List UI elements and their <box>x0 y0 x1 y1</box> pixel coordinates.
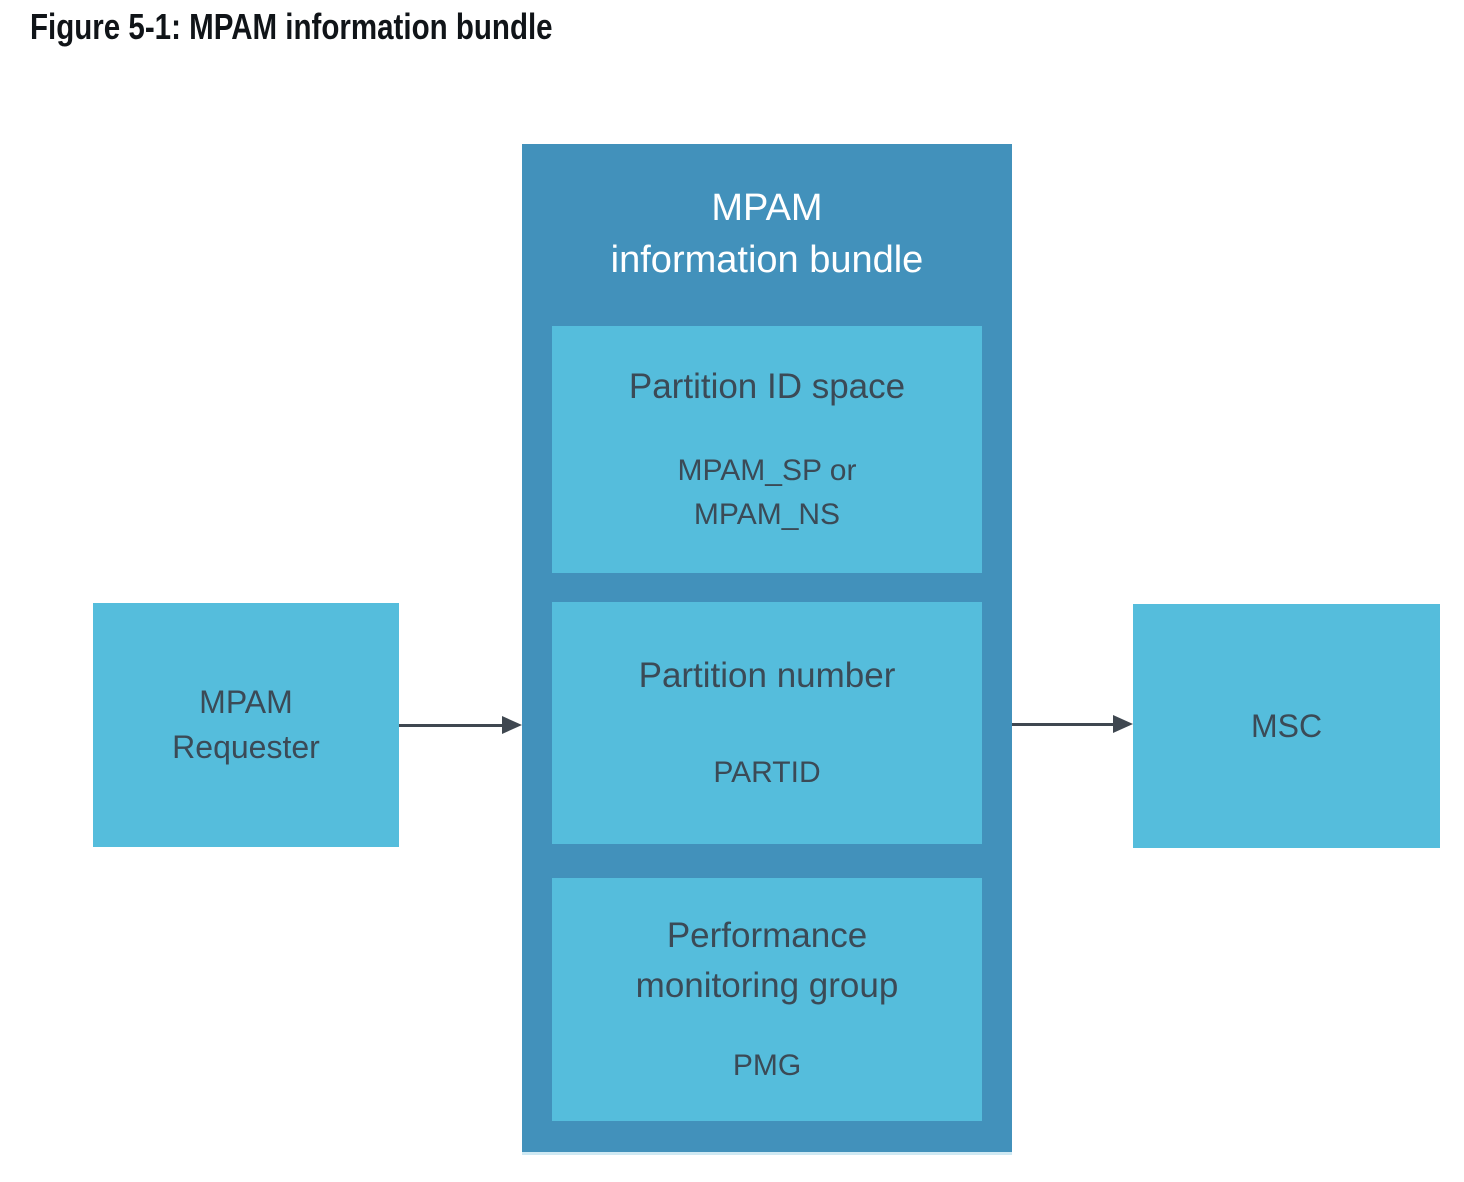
field-partition-number: Partition number PARTID <box>552 602 982 844</box>
msc-node: MSC <box>1133 604 1440 848</box>
arrow-requester-to-bundle-head-icon <box>502 716 522 734</box>
mpam-requester-label: MPAM Requester <box>172 684 320 765</box>
mpam-information-bundle-container: MPAM information bundle Partition ID spa… <box>522 144 1012 1155</box>
mpam-requester-node: MPAM Requester <box>93 603 399 847</box>
arrow-bundle-to-msc-head-icon <box>1113 715 1133 733</box>
field-heading: Partition ID space <box>628 367 906 407</box>
field-value: PARTID <box>713 755 821 789</box>
field-performance-monitoring-group: Performance monitoring group PMG <box>552 878 982 1121</box>
bundle-title: MPAM information bundle <box>610 187 924 281</box>
field-value: MPAM_SP or MPAM_NS <box>677 453 857 531</box>
arrow-bundle-to-msc-line <box>1012 723 1115 726</box>
field-partition-id-space: Partition ID space MPAM_SP or MPAM_NS <box>552 326 982 573</box>
figure-title: Figure 5-1: MPAM information bundle <box>30 6 553 47</box>
msc-label: MSC <box>1250 707 1323 744</box>
field-heading: Performance monitoring group <box>635 916 899 1005</box>
arrow-requester-to-bundle-line <box>399 724 504 727</box>
field-heading: Partition number <box>638 656 896 696</box>
field-value: PMG <box>732 1049 802 1082</box>
